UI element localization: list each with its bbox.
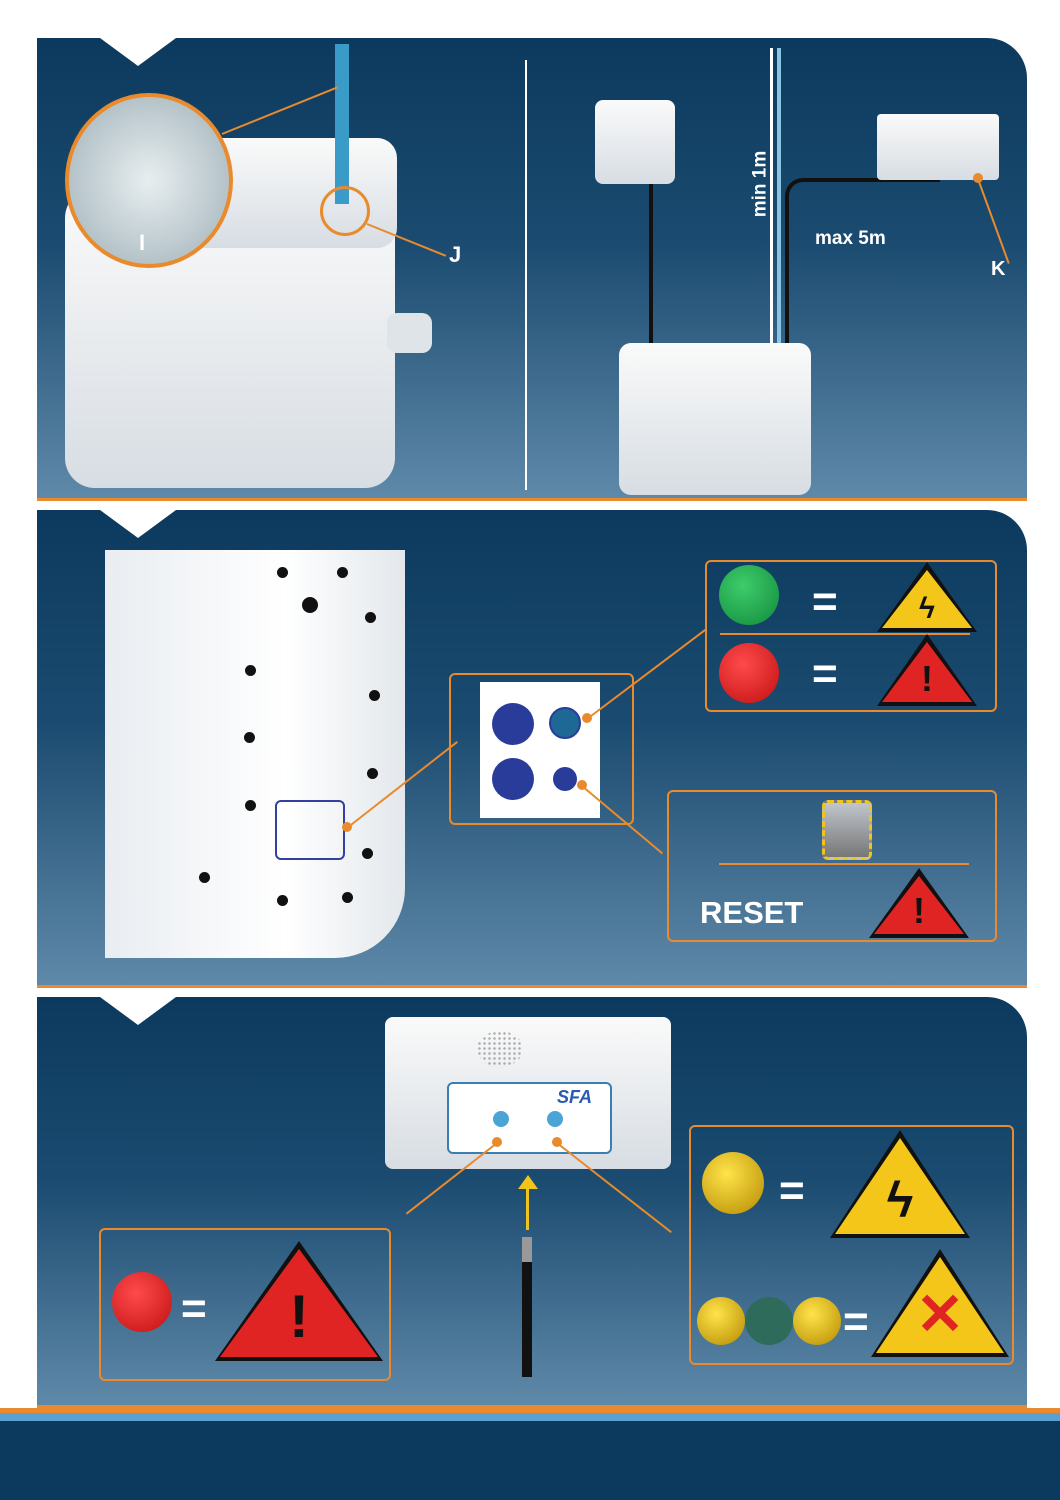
power-icon: [492, 703, 534, 745]
alarm-legend-box: [99, 1228, 391, 1381]
magnifier-circle: [65, 93, 233, 268]
label-j: J: [449, 242, 462, 267]
power-cable: [522, 1237, 532, 1377]
panel-alarm-box: SFA = ! = ϟ = ✕: [37, 997, 1027, 1408]
alarm-led: [493, 1111, 509, 1127]
alarm-front-panel: [447, 1082, 612, 1154]
speaker-grille: [477, 1031, 523, 1067]
panel-installation: I J min 1m max 5m K: [37, 38, 1027, 501]
label-k: K: [991, 258, 1006, 280]
min-height-arrow: [770, 48, 773, 343]
alarm-led[interactable]: [553, 767, 577, 791]
outlet-pipe: [387, 313, 432, 353]
equals-sign: =: [779, 1166, 805, 1215]
blinking-yellow-led: [793, 1297, 841, 1345]
brand-logo: SFA: [557, 1087, 593, 1107]
equals-sign: =: [181, 1284, 207, 1333]
panel-notch: [100, 997, 176, 1025]
label-i: I: [139, 230, 146, 255]
panel-indicators: = ϟ = ! RESET !: [37, 510, 1027, 988]
panel-notch: [100, 38, 176, 66]
status-legend-box: [705, 560, 997, 712]
yellow-led: [702, 1152, 764, 1214]
blinking-yellow-led: [697, 1297, 745, 1345]
red-led: [112, 1272, 172, 1332]
reset-label: RESET: [700, 895, 804, 930]
equals-sign: =: [843, 1297, 869, 1346]
footer-orange-line: [0, 1408, 1060, 1413]
min-height-label: min 1m: [749, 150, 771, 218]
pump-unit-side: [619, 343, 811, 495]
power-led: [547, 1111, 563, 1127]
equals-sign: =: [812, 649, 838, 698]
blue-tube: [335, 44, 349, 204]
max-length-label: max 5m: [815, 228, 886, 249]
junction-box: [595, 100, 675, 184]
alarm-box: [877, 114, 999, 180]
footer-band: [0, 1421, 1060, 1500]
connection-circle: [320, 186, 370, 236]
alarm-cable: [785, 178, 940, 348]
divider: [525, 60, 527, 490]
cable: [649, 184, 653, 349]
pump-icon: [492, 758, 534, 800]
reset-device-icon: [822, 800, 872, 860]
off-led: [745, 1297, 793, 1345]
panel-notch: [100, 510, 176, 538]
power-legend-box: [689, 1125, 1014, 1365]
reset-box: [667, 790, 997, 942]
green-led: [719, 565, 779, 625]
footer-blue-line: [0, 1413, 1060, 1421]
red-led: [719, 643, 779, 703]
plug-arrow: [526, 1182, 529, 1230]
control-panel-zoom: [449, 673, 634, 825]
control-panel-small: [275, 800, 345, 860]
equals-sign: =: [812, 577, 838, 626]
power-led[interactable]: [549, 707, 581, 739]
pump-closeup-image: [105, 550, 405, 958]
